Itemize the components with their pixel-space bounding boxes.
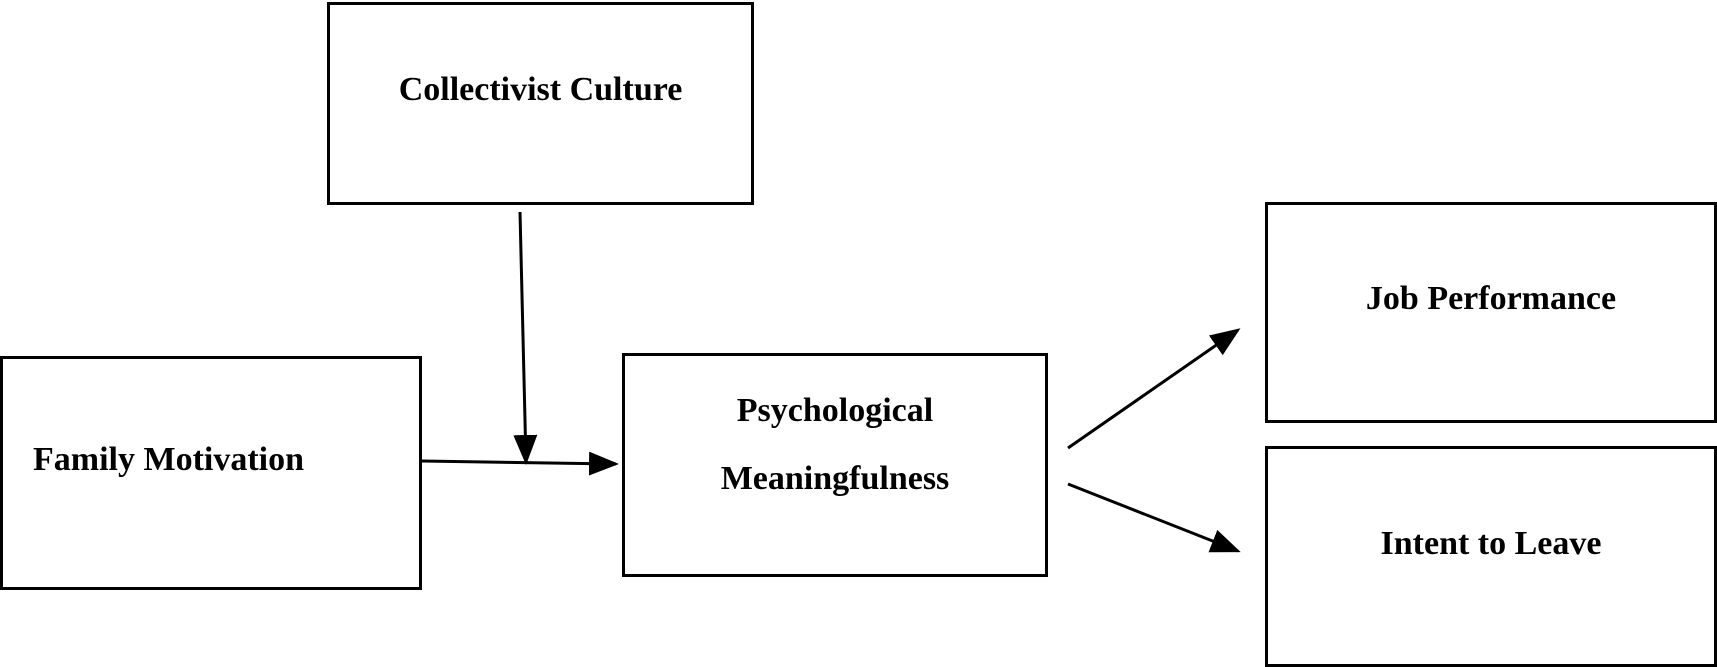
node-label: Job Performance [1365,280,1617,317]
arrow-psych-to-job [1067,328,1241,450]
node-label: Intent to Leave [1380,525,1602,562]
node-label: Collectivist Culture [398,71,683,108]
arrow-psych-to-intent [1067,482,1241,553]
node-collectivist-culture: Collectivist Culture [327,2,754,205]
node-psychological-meaningfulness: Psychological Meaningfulness [622,353,1048,577]
arrow-family-to-psych [421,451,619,476]
node-intent-to-leave: Intent to Leave [1265,446,1717,667]
node-job-performance: Job Performance [1265,202,1717,423]
node-label: Family Motivation [33,441,305,478]
arrow-culture-moderation [513,211,538,465]
node-family-motivation: Family Motivation [0,356,422,590]
node-label-line-1: Psychological [736,392,934,429]
node-label-line-2: Meaningfulness [720,460,950,497]
